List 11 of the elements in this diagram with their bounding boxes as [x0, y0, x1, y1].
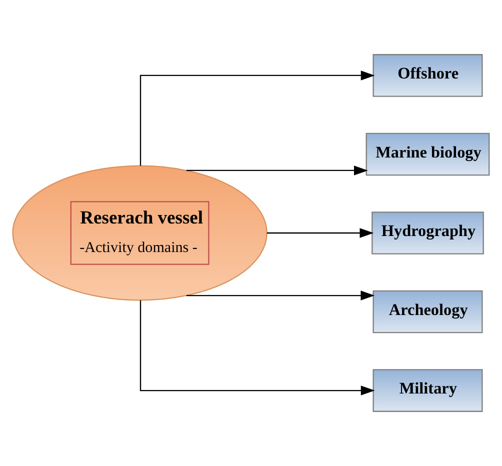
node-ellipse: Reserach vessel -Activity domains -	[12, 165, 268, 301]
node-box: Military	[372, 369, 483, 412]
arrow	[140, 70, 375, 166]
node-box: Offshore	[372, 54, 483, 97]
node-box: Archeology	[372, 290, 483, 334]
arrow	[186, 166, 368, 176]
node-box: Hydrography	[372, 212, 484, 254]
arrow	[140, 300, 375, 396]
node-box: Marine biology	[366, 132, 490, 176]
arrow	[186, 290, 375, 300]
arrow	[266, 228, 374, 238]
